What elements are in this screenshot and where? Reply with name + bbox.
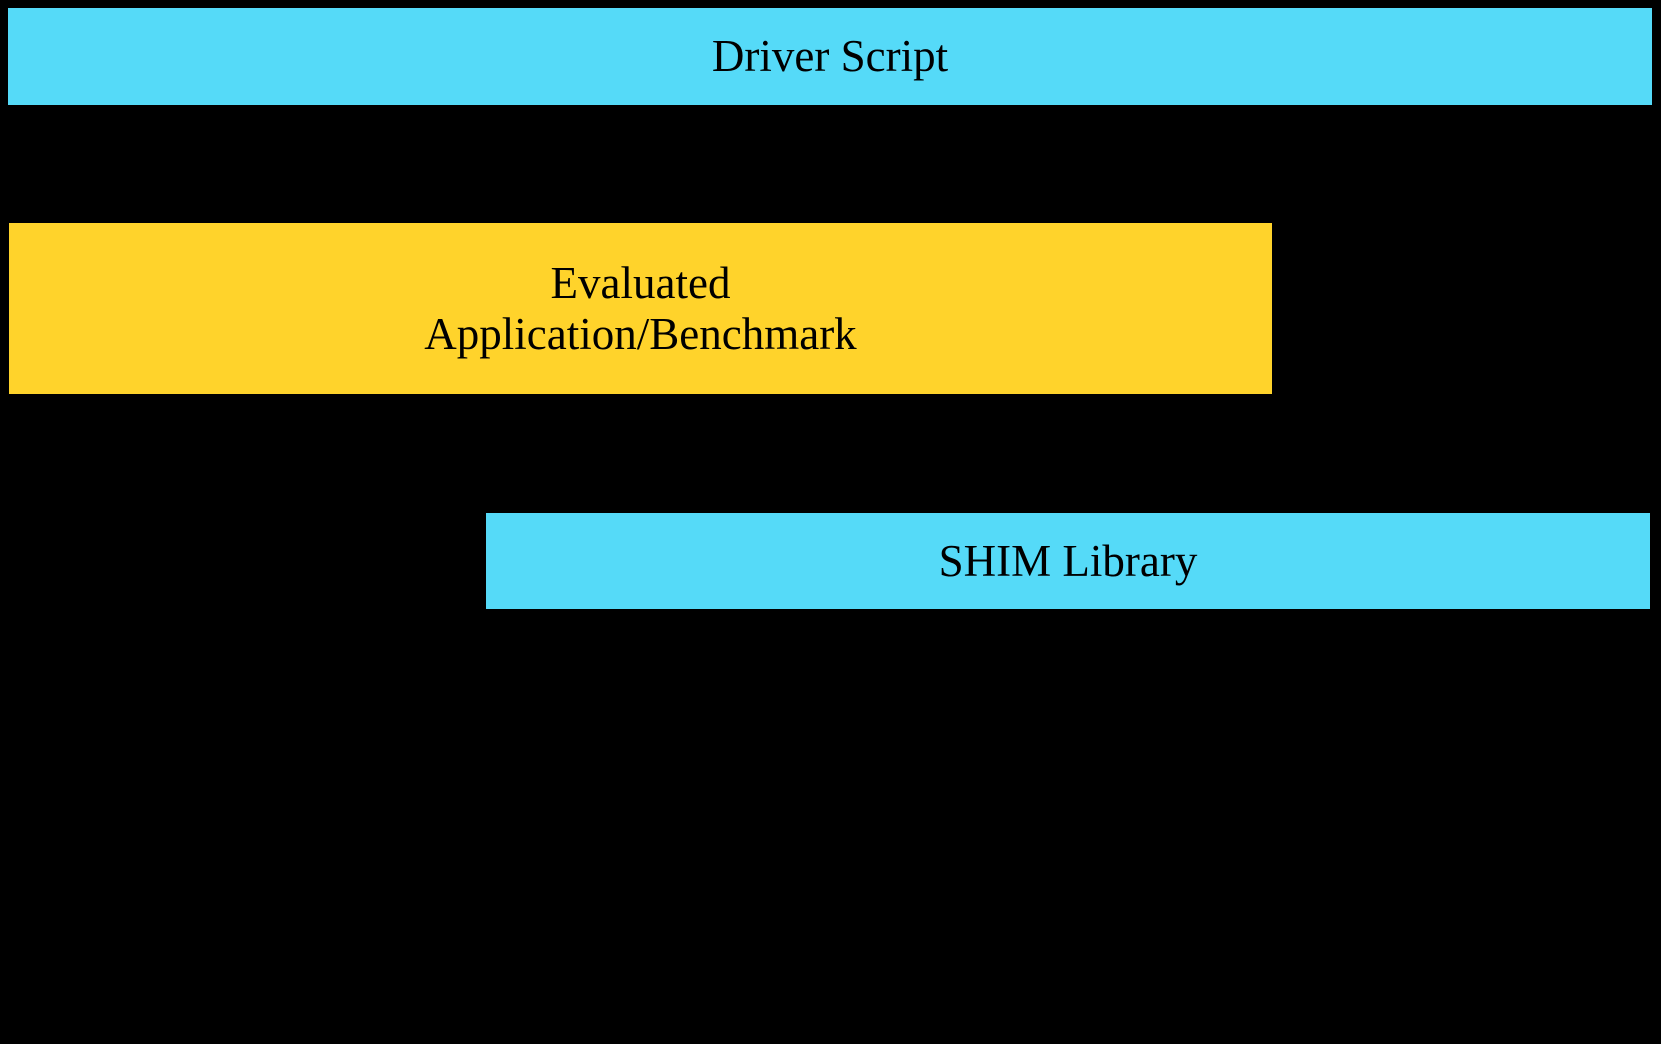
- shim-library-label: SHIM Library: [938, 535, 1198, 586]
- evaluated-application-benchmark-label: Evaluated Application/Benchmark: [424, 258, 856, 359]
- evaluated-application-benchmark-box: Evaluated Application/Benchmark: [9, 223, 1272, 394]
- evaluated-label-line2: Application/Benchmark: [424, 308, 857, 359]
- driver-script-label: Driver Script: [711, 31, 949, 82]
- shim-library-box: SHIM Library: [486, 513, 1650, 609]
- evaluated-label-line1: Evaluated: [550, 258, 731, 309]
- driver-script-box: Driver Script: [8, 8, 1652, 105]
